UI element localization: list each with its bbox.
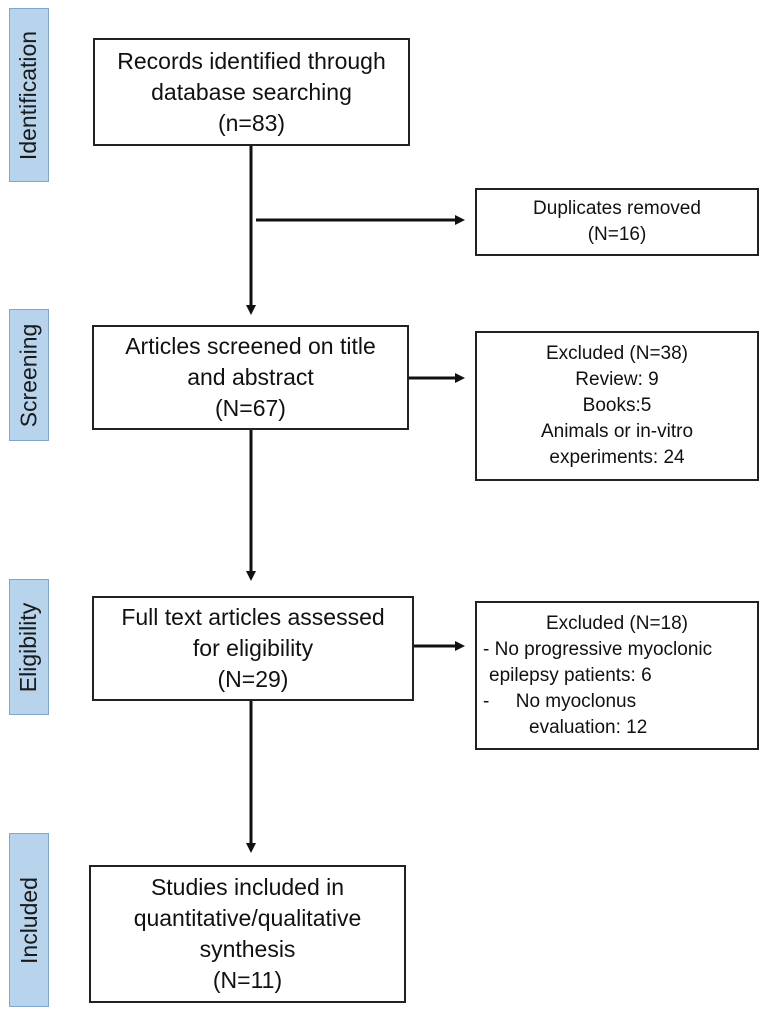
included-line2: quantitative/qualitative — [133, 905, 362, 931]
excluded-elig-item2-line1: - No myoclonus — [483, 690, 637, 712]
excluded-elig-item2-line2: evaluation: 12 — [529, 716, 648, 738]
records-line2: database searching — [151, 78, 352, 105]
duplicates-line1: Duplicates removed — [533, 198, 701, 219]
box-articles-screened: Articles screened on title and abstract … — [92, 325, 409, 430]
stage-included: Included — [9, 833, 49, 1007]
box-fulltext-assessed: Full text articles assessed for eligibil… — [92, 596, 414, 701]
box-excluded-eligibility: Excluded (N=18) - No progressive myoclon… — [475, 601, 759, 750]
screened-count: (N=67) — [215, 395, 286, 421]
fulltext-line2: for eligibility — [192, 635, 314, 661]
box-duplicates-removed: Duplicates removed (N=16) — [475, 188, 759, 256]
box-excluded-screening: Excluded (N=38) Review: 9 Books:5 Animal… — [475, 331, 759, 481]
stage-identification: Identification — [9, 8, 49, 182]
excluded-screen-item-animals-1: Animals or in-vitro — [540, 421, 694, 442]
records-line1: Records identified through — [117, 47, 386, 74]
duplicates-count: (N=16) — [587, 224, 647, 245]
box-studies-included: Studies included in quantitative/qualita… — [89, 865, 406, 1003]
excluded-elig-header: Excluded (N=18) — [545, 612, 689, 634]
excluded-screen-item-animals-2: experiments: 24 — [549, 447, 685, 468]
excluded-screen-item-books: Books:5 — [582, 395, 652, 416]
fulltext-count: (N=29) — [217, 666, 289, 692]
fulltext-line1: Full text articles assessed — [121, 604, 385, 630]
included-line3: synthesis — [199, 936, 296, 962]
screened-line2: and abstract — [187, 364, 314, 390]
screened-line1: Articles screened on title — [125, 333, 376, 359]
box-records-identified: Records identified through database sear… — [93, 38, 410, 146]
excluded-elig-item1-line2: epilepsy patients: 6 — [489, 664, 652, 686]
included-line1: Studies included in — [150, 874, 345, 900]
stage-eligibility: Eligibility — [9, 579, 49, 715]
excluded-screen-header: Excluded (N=38) — [545, 343, 689, 364]
excluded-elig-item1-line1: - No progressive myoclonic — [483, 638, 713, 660]
included-count: (N=11) — [212, 967, 283, 993]
records-count: (n=83) — [217, 109, 286, 136]
excluded-screen-item-review: Review: 9 — [575, 369, 659, 390]
stage-screening: Screening — [9, 309, 49, 441]
